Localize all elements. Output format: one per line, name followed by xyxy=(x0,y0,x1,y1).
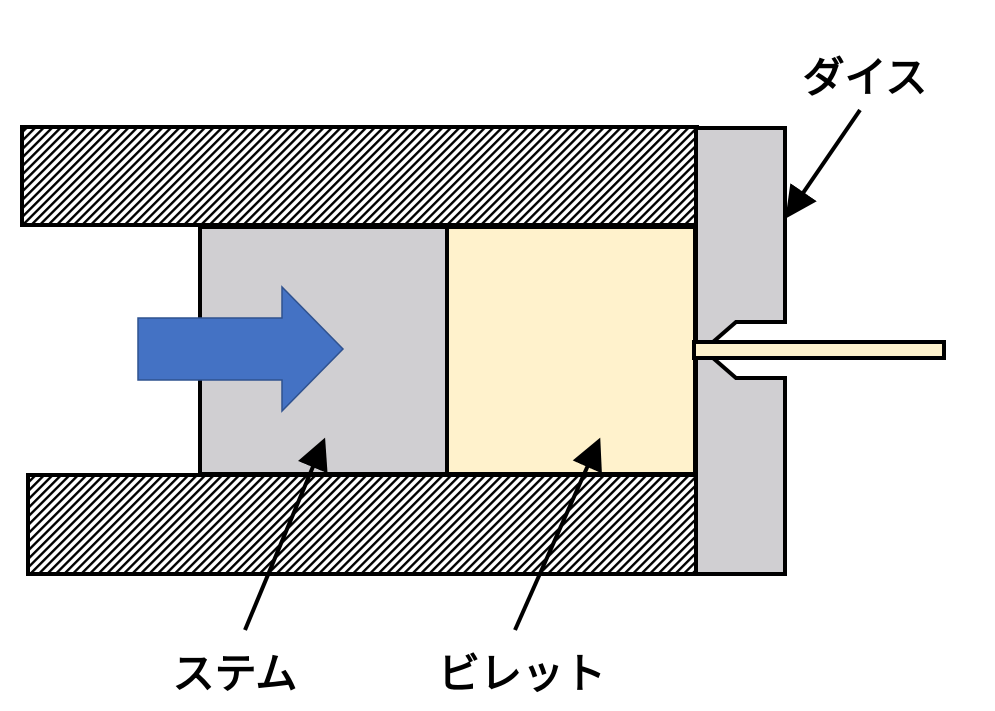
stem-label: ステム xyxy=(172,649,298,698)
die-upper xyxy=(694,126,787,344)
extruded-product xyxy=(692,340,946,360)
container-lower xyxy=(26,473,699,576)
stem-pointer-arrow xyxy=(243,437,328,631)
container-upper xyxy=(20,125,699,227)
die-pointer-arrow xyxy=(785,108,862,219)
billet-pointer-arrow xyxy=(513,437,602,631)
billet xyxy=(445,225,697,476)
push-arrow xyxy=(137,285,345,413)
die-label: ダイス xyxy=(802,53,928,102)
billet-label: ビレット xyxy=(437,649,607,698)
die-lower xyxy=(694,356,787,576)
